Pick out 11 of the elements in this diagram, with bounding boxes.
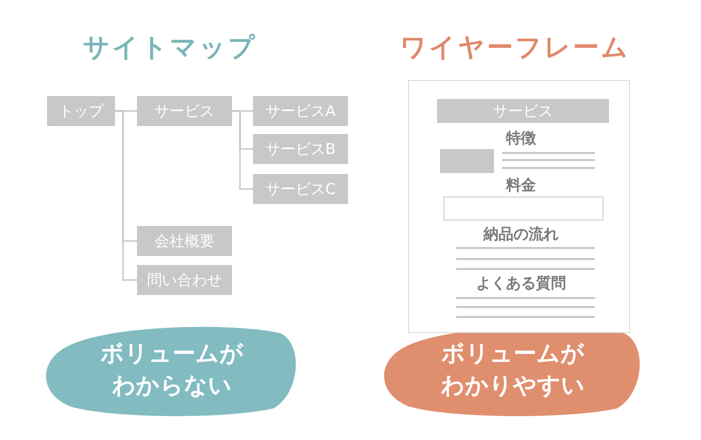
section-heading: 料金 [504, 176, 537, 195]
blob-text: ボリュームがわかりやすい [440, 340, 586, 401]
section-heading: よくある質問 [475, 274, 567, 293]
blob-text: ボリュームがわからない [100, 340, 244, 401]
section-heading: 納品の流れ [482, 225, 560, 244]
wireframe-page [408, 80, 630, 333]
section-heading: 特徴 [504, 129, 537, 148]
tree-connector [232, 110, 253, 190]
tree-connector [115, 110, 137, 281]
section-title: サイトマップ [82, 32, 258, 65]
section-title: ワイヤーフレーム [399, 32, 631, 65]
